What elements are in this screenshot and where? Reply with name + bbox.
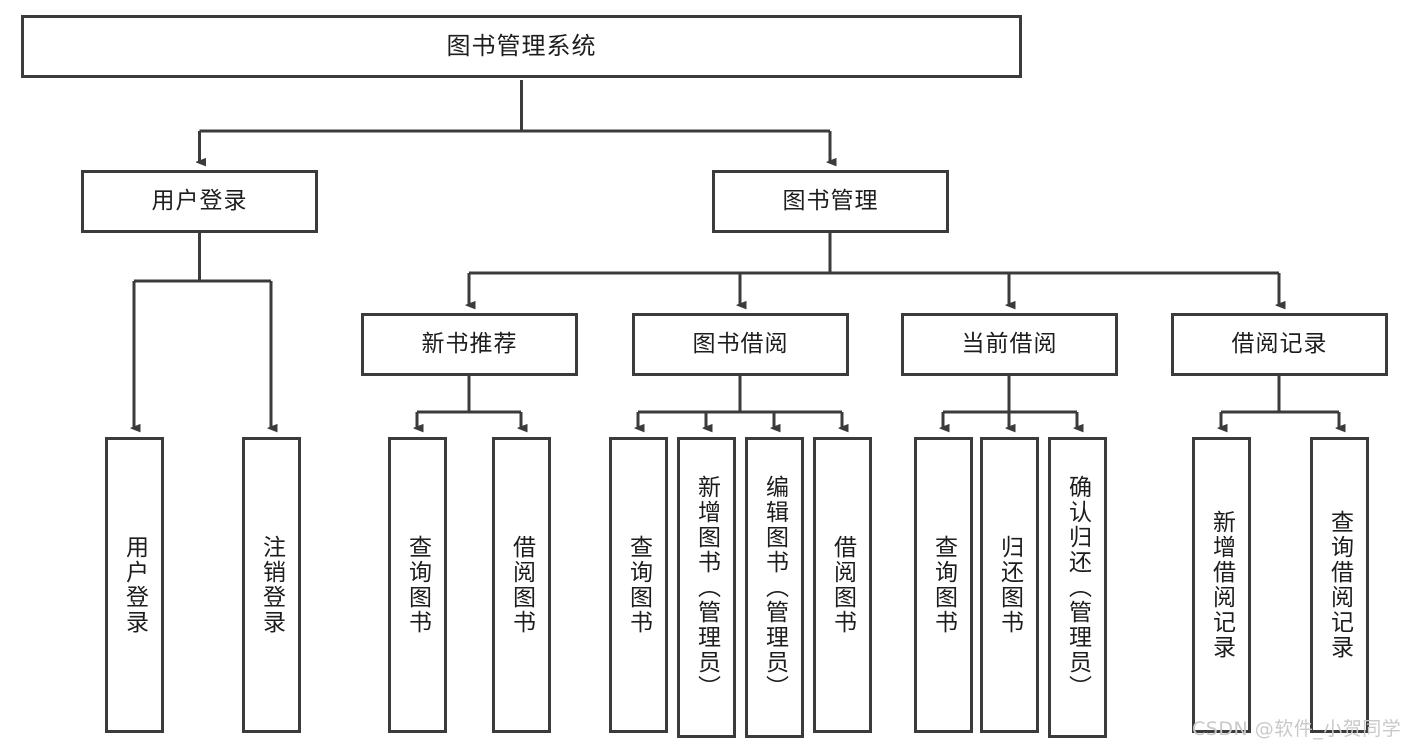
node-label: 注销登录 bbox=[258, 535, 285, 635]
node-label: 借阅记录 bbox=[1231, 330, 1328, 357]
node-leaf-user-logout[interactable]: 注销登录 bbox=[242, 437, 301, 733]
node-new-book-recommend[interactable]: 新书推荐 bbox=[361, 313, 578, 376]
node-label: 借阅图书 bbox=[829, 535, 856, 635]
node-leaf-borrow-book-borrow[interactable]: 借阅图书 bbox=[813, 437, 872, 733]
node-book-management[interactable]: 图书管理 bbox=[712, 170, 949, 233]
leaf-text-wrap: 新增图书（管理员） bbox=[680, 440, 733, 735]
node-leaf-query-book-recommend[interactable]: 查询图书 bbox=[388, 437, 447, 733]
node-label: 用户登录 bbox=[151, 187, 248, 214]
node-leaf-confirm-return-admin[interactable]: 确认归还（管理员） bbox=[1048, 437, 1107, 738]
node-label: 新书推荐 bbox=[421, 330, 518, 357]
node-leaf-query-book-borrow[interactable]: 查询图书 bbox=[609, 437, 668, 733]
node-current-borrow[interactable]: 当前借阅 bbox=[901, 313, 1118, 376]
node-label: 图书借阅 bbox=[692, 330, 789, 357]
node-label: 查询图书 bbox=[930, 535, 957, 635]
node-root-book-management-system[interactable]: 图书管理系统 bbox=[21, 15, 1022, 78]
leaf-text-wrap: 新增借阅记录 bbox=[1195, 440, 1248, 730]
leaf-text-wrap: 借阅图书 bbox=[495, 440, 548, 730]
node-user-login[interactable]: 用户登录 bbox=[81, 170, 318, 233]
node-label: 借阅图书 bbox=[508, 535, 535, 635]
leaf-text-wrap: 编辑图书（管理员） bbox=[748, 440, 801, 735]
node-leaf-edit-book-admin[interactable]: 编辑图书（管理员） bbox=[745, 437, 804, 738]
leaf-text-wrap: 查询图书 bbox=[391, 440, 444, 730]
node-label: 图书管理 bbox=[782, 187, 879, 214]
node-label: 查询图书 bbox=[625, 535, 652, 635]
node-label: 查询借阅记录 bbox=[1326, 510, 1353, 660]
node-label: 图书管理系统 bbox=[446, 32, 597, 61]
node-label: 确认归还（管理员） bbox=[1064, 475, 1091, 700]
leaf-text-wrap: 查询图书 bbox=[917, 440, 970, 730]
node-borrow-record[interactable]: 借阅记录 bbox=[1171, 313, 1388, 376]
node-label: 新增图书（管理员） bbox=[693, 475, 720, 700]
leaf-text-wrap: 注销登录 bbox=[245, 440, 298, 730]
node-leaf-return-book[interactable]: 归还图书 bbox=[980, 437, 1039, 733]
leaf-text-wrap: 借阅图书 bbox=[816, 440, 869, 730]
leaf-text-wrap: 用户登录 bbox=[108, 440, 161, 730]
node-label: 查询图书 bbox=[404, 535, 431, 635]
node-label: 归还图书 bbox=[996, 535, 1023, 635]
node-label: 当前借阅 bbox=[961, 330, 1058, 357]
node-leaf-borrow-book-recommend[interactable]: 借阅图书 bbox=[492, 437, 551, 733]
node-book-borrow[interactable]: 图书借阅 bbox=[632, 313, 849, 376]
node-leaf-add-book-admin[interactable]: 新增图书（管理员） bbox=[677, 437, 736, 738]
leaf-text-wrap: 确认归还（管理员） bbox=[1051, 440, 1104, 735]
node-leaf-add-borrow-record[interactable]: 新增借阅记录 bbox=[1192, 437, 1251, 733]
node-leaf-query-borrow-record[interactable]: 查询借阅记录 bbox=[1310, 437, 1369, 733]
leaf-text-wrap: 归还图书 bbox=[983, 440, 1036, 730]
node-label: 编辑图书（管理员） bbox=[761, 475, 788, 700]
csdn-watermark: CSDN @软件_小贺同学 bbox=[1192, 718, 1402, 740]
leaf-text-wrap: 查询图书 bbox=[612, 440, 665, 730]
node-leaf-query-book-current[interactable]: 查询图书 bbox=[914, 437, 973, 733]
node-label: 新增借阅记录 bbox=[1208, 510, 1235, 660]
node-label: 用户登录 bbox=[121, 535, 148, 635]
leaf-text-wrap: 查询借阅记录 bbox=[1313, 440, 1366, 730]
node-leaf-user-login[interactable]: 用户登录 bbox=[105, 437, 164, 733]
